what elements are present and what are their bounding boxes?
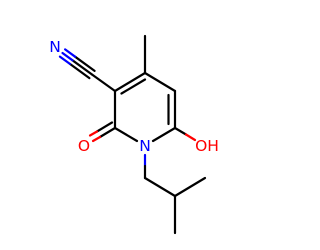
structure-canvas: N N O OH <box>49 34 219 235</box>
bond-c3-c4 <box>113 71 147 93</box>
bond-c4-c5 <box>143 71 177 93</box>
bond-c3-c4-inner <box>120 78 147 95</box>
isobutyl-chain <box>143 153 207 235</box>
bond-c6-oh <box>173 126 197 142</box>
carbonyl-o-label: O <box>78 137 90 155</box>
carbonyl-double-bond <box>88 121 117 143</box>
nitrile-triple-bond <box>58 48 96 80</box>
nitrile-n-label: N <box>49 38 61 56</box>
bond-c3-cn <box>90 73 117 93</box>
ring-n-label: N <box>139 137 151 155</box>
pyridinone-ring <box>113 71 177 143</box>
nitrile-bond-n-half <box>61 51 74 62</box>
molecule-diagram: N N O OH <box>49 34 219 235</box>
bond-n1-c2 <box>113 126 139 143</box>
hydroxyl-label: OH <box>195 137 219 155</box>
bond-c6-n1 <box>151 126 177 143</box>
